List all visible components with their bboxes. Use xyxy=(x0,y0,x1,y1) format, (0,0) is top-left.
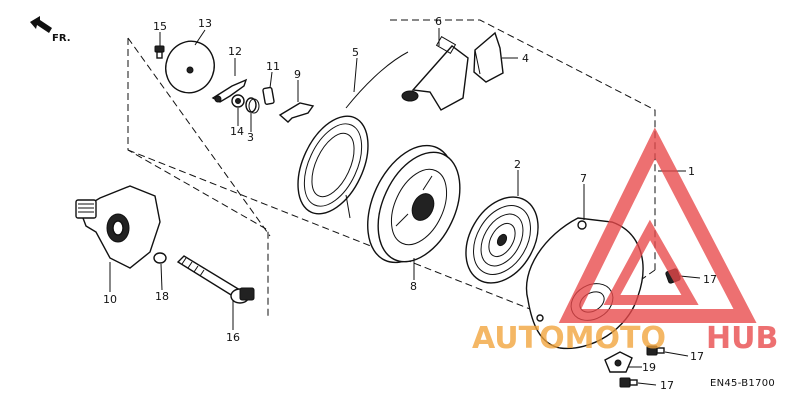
watermark: AUTOMOTO HUB xyxy=(472,127,778,356)
part-label: 19 xyxy=(642,361,656,374)
part-label: 15 xyxy=(153,20,167,33)
part-6-starter-handle xyxy=(401,35,469,111)
part-18-clip xyxy=(153,252,167,264)
part-label: 17 xyxy=(703,273,717,286)
part-17-bolt-lower xyxy=(619,377,638,388)
part-label: 11 xyxy=(266,60,280,73)
part-number-labels: 15 13 12 11 9 5 6 4 14 3 2 7 1 17 10 18 … xyxy=(103,15,717,392)
watermark-triangle-inner-icon xyxy=(603,219,699,305)
part-9-pawl xyxy=(278,102,315,123)
part-label: 1 xyxy=(688,165,695,178)
part-label: 12 xyxy=(228,45,242,58)
part-15-bolt xyxy=(154,45,165,59)
part-8-pulley xyxy=(367,144,461,264)
part-label: 5 xyxy=(352,46,359,59)
part-4-handle-grip xyxy=(473,31,504,83)
part-label: 4 xyxy=(522,52,529,65)
part-label: 17 xyxy=(690,350,704,363)
front-direction-indicator: FR. xyxy=(30,16,71,44)
part-label: 10 xyxy=(103,293,117,306)
part-16-bolt xyxy=(176,255,255,304)
part-label: 18 xyxy=(155,290,169,303)
part-19-clip xyxy=(604,351,633,373)
part-3-spring xyxy=(245,97,260,114)
part-14-washer xyxy=(231,94,245,108)
drawing-code: EN45-B1700 xyxy=(710,378,775,389)
part-2-spiral-spring xyxy=(465,196,539,284)
part-label: 7 xyxy=(580,172,587,185)
part-12-ratchet xyxy=(211,78,248,103)
watermark-triangle-outer-icon xyxy=(558,127,757,323)
part-label: 17 xyxy=(660,379,674,392)
part-label: 14 xyxy=(230,125,244,138)
part-label: 2 xyxy=(514,158,521,171)
direction-arrow-icon xyxy=(30,16,52,33)
direction-label: FR. xyxy=(52,33,71,44)
part-11-pin xyxy=(262,86,275,105)
watermark-text-left: AUTOMOTO xyxy=(472,321,666,356)
part-13-plate xyxy=(165,40,215,94)
part-label: 9 xyxy=(294,68,301,81)
part-label: 6 xyxy=(435,15,442,28)
part-5-rope-spring xyxy=(297,51,409,219)
watermark-text-right: HUB xyxy=(706,321,778,356)
part-17-bolt-middle xyxy=(646,345,665,356)
part-label: 3 xyxy=(247,131,254,144)
part-label: 8 xyxy=(410,280,417,293)
part-label: 16 xyxy=(226,331,240,344)
part-label: 13 xyxy=(198,17,212,30)
part-10-starter-pulley xyxy=(75,185,161,269)
leader-lines xyxy=(109,28,701,386)
